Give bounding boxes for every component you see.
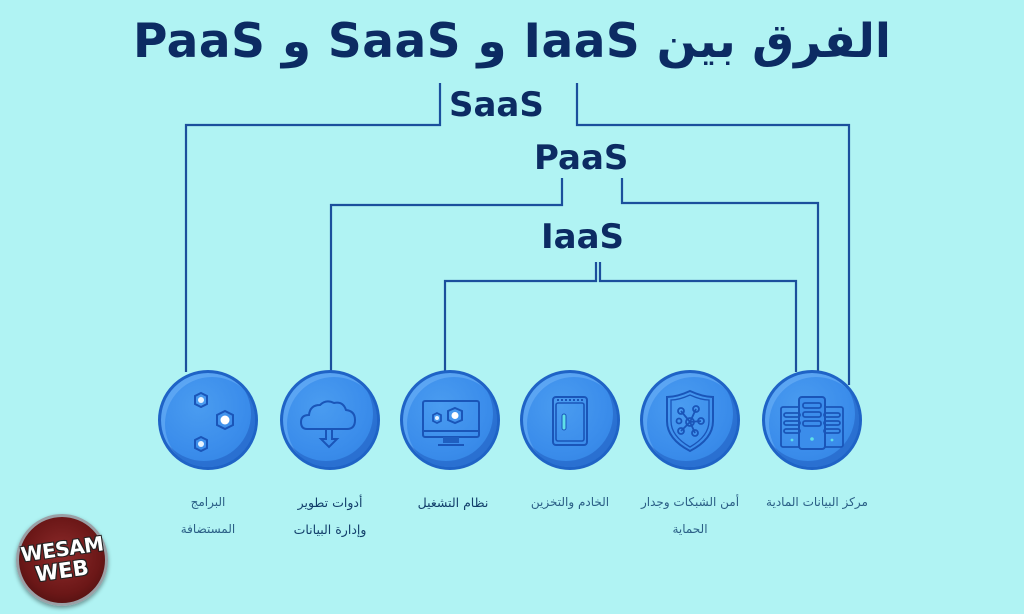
caption-line: نظام التشغيل	[417, 495, 489, 510]
gears-icon	[194, 391, 234, 453]
page-title: الفرق بين IaaS و SaaS و PaaS	[133, 14, 891, 69]
caption-line: أمن الشبكات وجدار	[640, 495, 740, 509]
dev-tools-node	[280, 370, 380, 470]
caption-line: أدوات تطوير	[297, 495, 363, 510]
paas-left-connector	[329, 178, 564, 372]
shield-network-icon	[666, 389, 714, 453]
caption-line: الخادم والتخزين	[530, 495, 610, 509]
saas-label: SaaS	[449, 85, 544, 125]
caption-dev-tools: أدوات تطوير وإدارة البيانات	[255, 489, 405, 543]
monitor-gears-icon	[422, 400, 480, 446]
iaas-label: IaaS	[541, 217, 625, 257]
caption-line: وإدارة البيانات	[293, 522, 367, 537]
caption-line: مركز البيانات المادية	[766, 495, 868, 509]
datacenter-node	[762, 370, 862, 470]
cloud-download-icon	[299, 400, 357, 449]
hosted-software-node	[158, 370, 258, 470]
caption-network-security: أمن الشبكات وجدار الحماية	[615, 489, 765, 543]
server-storage-node	[520, 370, 620, 470]
paas-right-connector	[620, 178, 820, 375]
saas-right-connector	[575, 83, 851, 385]
caption-operating-system: نظام التشغيل	[378, 489, 528, 516]
caption-server-storage: الخادم والتخزين	[495, 489, 645, 516]
operating-system-node	[400, 370, 500, 470]
caption-line: الحماية	[672, 522, 708, 536]
storage-device-icon	[552, 396, 588, 446]
iaas-right-connector	[598, 262, 798, 372]
server-rack-icon	[780, 396, 844, 450]
wesam-web-logo: WESAM WEB	[16, 514, 108, 606]
iaas-left-connector	[443, 262, 598, 372]
caption-hosted-software: البرامج المستضافة	[133, 489, 283, 543]
network-security-node	[640, 370, 740, 470]
caption-line: المستضافة	[180, 522, 236, 536]
caption-line: البرامج	[190, 495, 226, 509]
saas-left-connector	[184, 83, 442, 372]
paas-label: PaaS	[534, 138, 629, 178]
caption-datacenter: مركز البيانات المادية	[742, 489, 892, 516]
